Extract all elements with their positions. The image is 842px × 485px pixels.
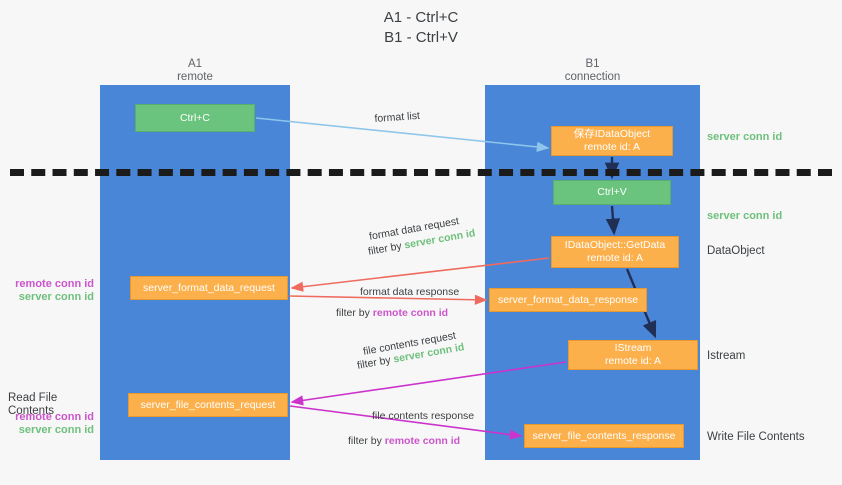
side-label-conn-ids-bottom: remote conn id server conn id — [8, 411, 94, 437]
arrow-label-file-contents-response-filter: filter by remote conn id — [348, 434, 460, 448]
arrow-file-contents-request — [290, 361, 567, 406]
node-ctrl-v-label: Ctrl+V — [597, 186, 627, 198]
node-istream-sub: remote id: A — [604, 355, 662, 367]
lane-b1-name: B1 — [585, 58, 600, 70]
left-remote-conn-id-1: remote conn id — [15, 278, 94, 290]
lane-header-b1: B1 connection — [485, 58, 700, 84]
filter-by-text-2: filter by — [336, 307, 373, 319]
node-ctrl-c-label: Ctrl+C — [179, 111, 211, 124]
phase-divider — [10, 169, 832, 176]
lane-header-a1: A1 remote — [100, 58, 290, 84]
arrow-label-format-data-response-filter: filter by remote conn id — [336, 306, 448, 320]
node-getdata[interactable]: IDataObject::GetData remote id: A — [551, 236, 679, 268]
left-remote-conn-id-2: remote conn id — [15, 411, 94, 423]
side-label-server-conn-id-mid: server conn id — [707, 210, 783, 222]
node-server-format-data-request[interactable]: server_format_data_request — [130, 276, 288, 300]
filter-by-text-4: filter by — [348, 435, 385, 447]
arrow-format-data-response — [288, 294, 488, 305]
side-label-conn-ids-top: remote conn id server conn id — [8, 278, 94, 304]
node-server-format-data-response[interactable]: server_format_data_response — [489, 288, 647, 312]
arrow-ctrlv-to-getdata — [605, 205, 621, 236]
side-label-write-file-contents: Write File Contents — [707, 431, 805, 443]
node-server-file-contents-request[interactable]: server_file_contents_request — [128, 393, 288, 417]
side-label-dataobject: DataObject — [707, 245, 765, 257]
remote-conn-id-text-1: remote conn id — [372, 307, 449, 319]
remote-conn-id-text-2: remote conn id — [384, 435, 461, 447]
node-idataobject[interactable]: 保存IDataObject remote id: A — [551, 126, 673, 156]
node-getdata-sub: remote id: A — [586, 252, 644, 264]
title-line-2: B1 - Ctrl+V — [384, 29, 458, 46]
side-label-istream: Istream — [707, 350, 746, 362]
lane-b1-role: connection — [564, 71, 621, 83]
node-server-file-contents-response[interactable]: server_file_contents_response — [524, 424, 684, 448]
node-server-format-data-response-label: server_format_data_response — [497, 293, 639, 306]
arrow-format-data-request — [290, 257, 550, 292]
side-label-read-file-contents: Read File Contents — [8, 392, 58, 417]
node-idataobject-sub: remote id: A — [583, 141, 641, 153]
node-server-file-contents-request-label: server_file_contents_request — [140, 398, 276, 411]
lane-a1-name: A1 — [187, 58, 203, 70]
node-ctrl-c[interactable]: Ctrl+C — [135, 104, 255, 132]
node-getdata-label: IDataObject::GetData — [564, 239, 666, 251]
node-idataobject-label: 保存IDataObject — [573, 128, 651, 140]
node-server-format-data-request-label: server_format_data_request — [143, 281, 275, 294]
node-ctrl-v[interactable]: Ctrl+V — [553, 180, 671, 205]
arrow-label-format-data-response: format data response — [360, 286, 460, 298]
side-label-server-conn-id-top: server conn id — [707, 131, 783, 143]
lane-a1-role: remote — [177, 71, 213, 83]
left-server-conn-id-2: server conn id — [18, 424, 94, 436]
arrow-file-contents-response — [289, 405, 523, 440]
title-line-1: A1 - Ctrl+C — [383, 9, 459, 26]
node-istream[interactable]: IStream remote id: A — [568, 340, 698, 370]
page-title: A1 - Ctrl+C B1 - Ctrl+V — [0, 8, 842, 48]
arrow-format-list — [255, 117, 550, 152]
node-server-file-contents-response-label: server_file_contents_response — [532, 429, 676, 442]
arrow-label-file-contents-response: file contents response — [372, 410, 475, 422]
node-istream-label: IStream — [614, 342, 652, 354]
left-server-conn-id-1: server conn id — [18, 291, 94, 303]
